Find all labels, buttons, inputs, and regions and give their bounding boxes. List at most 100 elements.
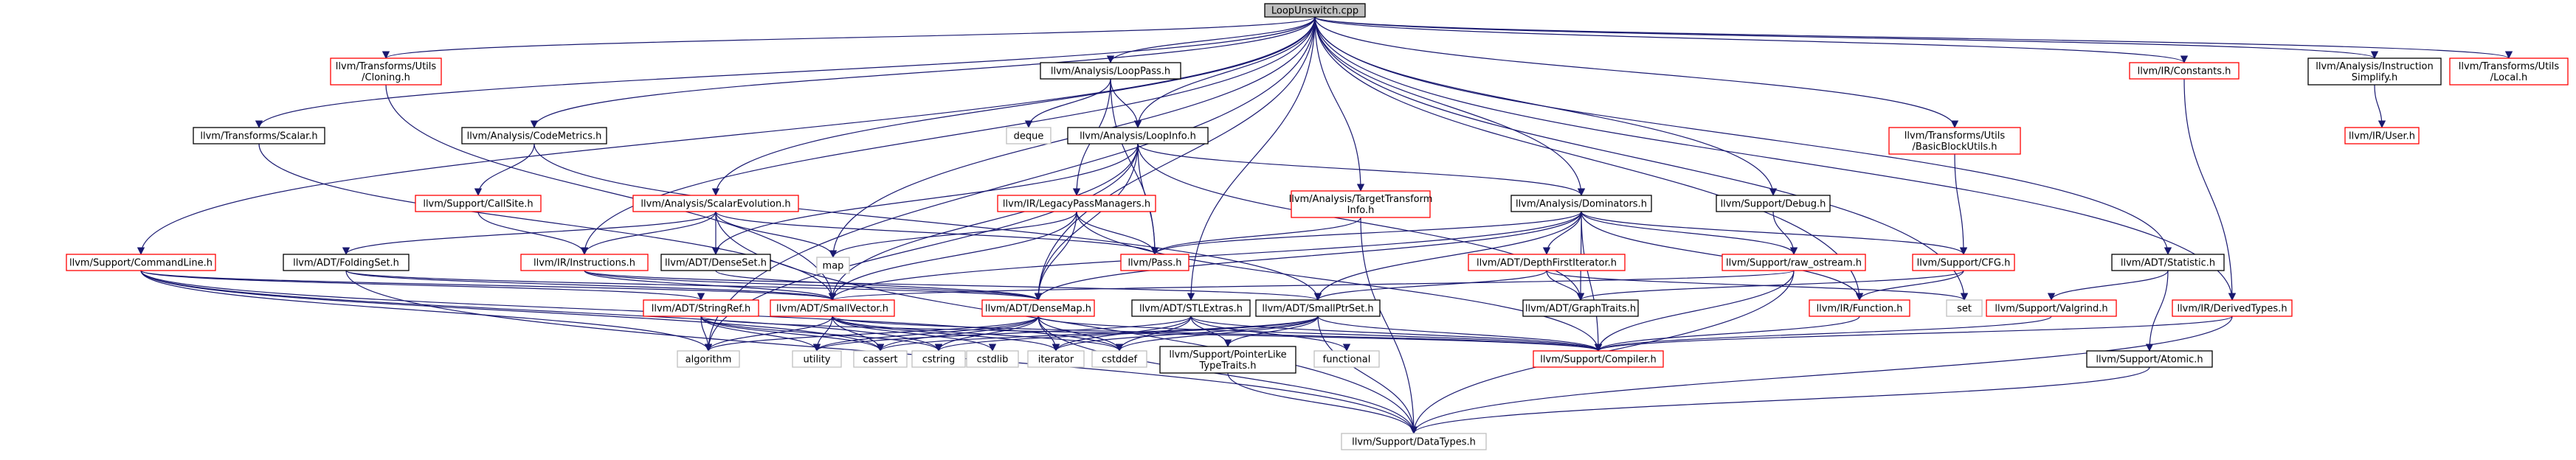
graph-node-llvm-adt-densemap-h[interactable]: llvm/ADT/DenseMap.h bbox=[981, 299, 1095, 317]
graph-node-llvm-support-atomic-h[interactable]: llvm/Support/Atomic.h bbox=[2086, 350, 2213, 368]
graph-node-llvm-transforms-utils-local-h[interactable]: llvm/Transforms/Utils/Local.h bbox=[2449, 58, 2569, 86]
graph-node-llvm-analysis-codemetrics-h[interactable]: llvm/Analysis/CodeMetrics.h bbox=[461, 127, 607, 144]
edge-n17-to-n25 bbox=[1581, 211, 1964, 255]
node-box bbox=[792, 350, 842, 368]
node-label: set bbox=[1957, 304, 1972, 315]
edge-n23-to-n31 bbox=[1546, 270, 1964, 301]
graph-node-llvm-support-datatypes-h: llvm/Support/DataTypes.h bbox=[1341, 433, 1487, 450]
edge-n37-to-n39 bbox=[817, 316, 1192, 352]
graph-node-iterator: iterator bbox=[1027, 350, 1085, 368]
graph-node-llvm-analysis-dominators-h[interactable]: llvm/Analysis/Dominators.h bbox=[1510, 195, 1652, 212]
node-box bbox=[1510, 195, 1652, 212]
graph-node-llvm-support-raw-ostream-h[interactable]: llvm/Support/raw_ostream.h bbox=[1722, 254, 1866, 271]
node-label: cassert bbox=[863, 355, 897, 366]
edge-n0-to-n17 bbox=[1314, 16, 1581, 195]
edge-n19-to-n28 bbox=[584, 270, 1318, 301]
graph-node-llvm-support-callsite-h[interactable]: llvm/Support/CallSite.h bbox=[415, 195, 542, 212]
edge-n33-to-n49 bbox=[1414, 316, 2233, 433]
node-label: llvm/Transforms/Scalar.h bbox=[200, 131, 317, 142]
edge-n17-to-n22 bbox=[1155, 211, 1582, 255]
node-box bbox=[1722, 254, 1866, 271]
node-label: cstring bbox=[922, 355, 955, 366]
node-box bbox=[2172, 299, 2293, 317]
node-box bbox=[2111, 254, 2225, 271]
graph-node-llvm-analysis-looppass-h[interactable]: llvm/Analysis/LoopPass.h bbox=[1040, 62, 1181, 80]
graph-node-llvm-ir-instructions-h[interactable]: llvm/IR/Instructions.h bbox=[520, 254, 649, 271]
edge-n18-to-n35 bbox=[345, 270, 832, 301]
node-box bbox=[1468, 254, 1626, 271]
graph-node-llvm-adt-depthfirstiterator-h[interactable]: llvm/ADT/DepthFirstIterator.h bbox=[1468, 254, 1626, 271]
node-box bbox=[981, 299, 1095, 317]
graph-node-llvm-transforms-utils-basicblockutils-h[interactable]: llvm/Transforms/Utils/BasicBlockUtils.h bbox=[1888, 127, 2021, 155]
edge-n0-to-n2 bbox=[1111, 16, 1316, 63]
node-box bbox=[461, 127, 607, 144]
node-box bbox=[1006, 127, 1052, 144]
edge-n37-to-n43 bbox=[1056, 316, 1192, 352]
node-box bbox=[1027, 350, 1085, 368]
edge-n48-to-n49 bbox=[1414, 366, 2150, 434]
graph-node-llvm-ir-constants-h[interactable]: llvm/IR/Constants.h bbox=[2129, 62, 2240, 80]
graph-node-llvm-analysis-scalarevolution-h[interactable]: llvm/Analysis/ScalarEvolution.h bbox=[632, 195, 799, 212]
graph-node-llvm-analysis-loopinfo-h[interactable]: llvm/Analysis/LoopInfo.h bbox=[1067, 127, 1209, 144]
graph-node-llvm-support-commandline-h[interactable]: llvm/Support/CommandLine.h bbox=[66, 254, 216, 271]
node-label: cstddef bbox=[1102, 355, 1138, 366]
graph-node-llvm-ir-function-h[interactable]: llvm/IR/Function.h bbox=[1809, 299, 1910, 317]
graph-node-llvm-support-valgrind-h[interactable]: llvm/Support/Valgrind.h bbox=[1986, 299, 2117, 317]
edge-n0-to-n26 bbox=[1314, 16, 2168, 254]
node-label: llvm/ADT/Statistic.h bbox=[2121, 258, 2215, 269]
edge-n24-to-n35 bbox=[832, 270, 1795, 301]
edge-n37-to-n47 bbox=[1190, 316, 1598, 352]
graph-node-map: map bbox=[816, 257, 850, 274]
graph-node-llvm-transforms-utils-cloning-h[interactable]: llvm/Transforms/Utils/Cloning.h bbox=[330, 58, 442, 86]
edge-n7-to-n12 bbox=[478, 143, 535, 195]
edge-n28-to-n43 bbox=[1056, 316, 1319, 352]
node-box bbox=[966, 350, 1019, 368]
graph-node-llvm-support-cfg-h[interactable]: llvm/Support/CFG.h bbox=[1912, 254, 2015, 271]
edge-n0-to-n6 bbox=[259, 16, 1316, 128]
node-label: llvm/Support/PointerLike bbox=[1169, 349, 1286, 360]
node-label: llvm/IR/Instructions.h bbox=[533, 258, 635, 269]
graph-node-llvm-adt-smallptrset-h[interactable]: llvm/ADT/SmallPtrSet.h bbox=[1255, 299, 1381, 317]
graph-node-llvm-pass-h[interactable]: llvm/Pass.h bbox=[1120, 254, 1189, 271]
node-label: llvm/IR/Constants.h bbox=[2138, 66, 2231, 77]
graph-node-llvm-ir-derivedtypes-h[interactable]: llvm/IR/DerivedTypes.h bbox=[2172, 299, 2293, 317]
edge-n36-to-n38 bbox=[708, 316, 1039, 352]
graph-node-llvm-adt-denseset-h[interactable]: llvm/ADT/DenseSet.h bbox=[660, 254, 771, 271]
node-box bbox=[2344, 127, 2420, 144]
edge-n27-to-n38 bbox=[140, 270, 708, 352]
node-label: llvm/ADT/StringRef.h bbox=[652, 304, 750, 315]
graph-node-llvm-ir-legacypassmanagers-h[interactable]: llvm/IR/LegacyPassManagers.h bbox=[997, 195, 1156, 212]
node-label: TypeTraits.h bbox=[1198, 360, 1256, 372]
node-label: llvm/Support/raw_ostream.h bbox=[1726, 258, 1862, 269]
graph-node-llvm-adt-graphtraits-h[interactable]: llvm/ADT/GraphTraits.h bbox=[1522, 299, 1639, 317]
edge-n18-to-n36 bbox=[345, 270, 1038, 301]
graph-node-llvm-adt-foldingset-h[interactable]: llvm/ADT/FoldingSet.h bbox=[283, 254, 410, 271]
node-label: llvm/IR/User.h bbox=[2349, 131, 2415, 142]
edge-n28-to-n45 bbox=[1228, 316, 1319, 347]
node-box bbox=[1912, 254, 2015, 271]
edge-n0-to-n7 bbox=[534, 16, 1316, 128]
node-box bbox=[2307, 58, 2442, 86]
graph-node-llvm-support-compiler-h[interactable]: llvm/Support/Compiler.h bbox=[1533, 350, 1664, 368]
node-label: llvm/Support/Compiler.h bbox=[1540, 355, 1656, 366]
edge-n26-to-n48 bbox=[2149, 270, 2169, 351]
graph-node-llvm-adt-statistic-h[interactable]: llvm/ADT/Statistic.h bbox=[2111, 254, 2225, 271]
node-box bbox=[1313, 350, 1380, 368]
graph-node-llvm-adt-stringref-h[interactable]: llvm/ADT/StringRef.h bbox=[643, 299, 759, 317]
node-box bbox=[1131, 299, 1251, 317]
graph-node-llvm-adt-smallvector-h[interactable]: llvm/ADT/SmallVector.h bbox=[770, 299, 895, 317]
graph-node-llvm-transforms-scalar-h[interactable]: llvm/Transforms/Scalar.h bbox=[193, 127, 325, 144]
node-label: llvm/Analysis/Dominators.h bbox=[1516, 199, 1647, 210]
graph-node-llvm-ir-user-h[interactable]: llvm/IR/User.h bbox=[2344, 127, 2420, 144]
graph-node-loopunswitch-cpp[interactable]: LoopUnswitch.cpp bbox=[1264, 3, 1366, 18]
edge-n17-to-n35 bbox=[832, 211, 1582, 301]
node-label: llvm/Transforms/Utils bbox=[1905, 130, 2006, 142]
graph-node-llvm-adt-stlextras-h[interactable]: llvm/ADT/STLExtras.h bbox=[1131, 299, 1251, 317]
graph-node-llvm-support-debug-h[interactable]: llvm/Support/Debug.h bbox=[1716, 195, 1831, 212]
node-label: llvm/ADT/SmallVector.h bbox=[776, 304, 888, 315]
node-label: llvm/Support/Atomic.h bbox=[2096, 355, 2203, 366]
edge-n17-to-n24 bbox=[1581, 211, 1794, 255]
